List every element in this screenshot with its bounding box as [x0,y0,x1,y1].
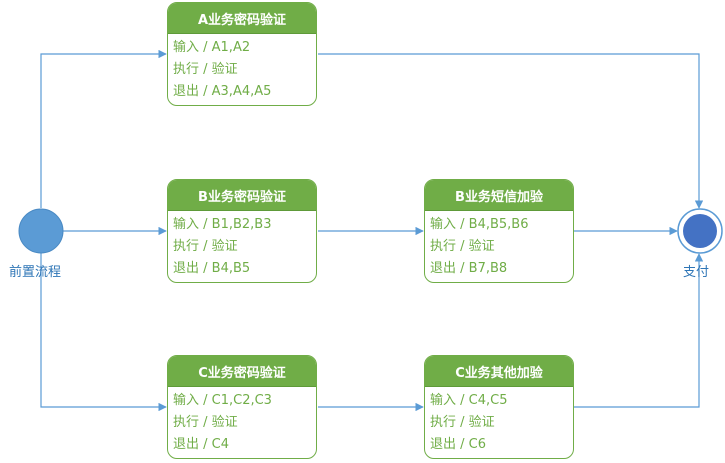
state-exit: 退出 / B4,B5 [173,261,251,276]
connector-start-to-c [40,253,167,412]
state-exit: 退出 / C6 [430,437,486,452]
state-a-password: A业务密码验证 输入 / A1,A2 执行 / 验证 退出 / A3,A4,A5 [167,2,317,106]
start-node-label: 前置流程 [9,265,62,280]
state-entry: 输入 / C1,C2,C3 [173,393,272,408]
state-do: 执行 / 验证 [173,62,238,77]
state-title: C业务其他加验 [425,356,573,387]
start-node-circle [18,208,64,254]
connector-start-to-a [40,49,167,208]
state-title: B业务密码验证 [168,180,316,211]
end-node-inner-circle [683,214,717,248]
state-b-sms: B业务短信加验 输入 / B4,B5,B6 执行 / 验证 退出 / B7,B8 [424,179,574,283]
state-title: C业务密码验证 [168,356,316,387]
state-exit: 退出 / C4 [173,437,229,452]
state-entry: 输入 / A1,A2 [173,40,251,55]
state-do: 执行 / 验证 [173,415,238,430]
state-do: 执行 / 验证 [173,239,238,254]
state-title: A业务密码验证 [168,3,316,34]
state-do: 执行 / 验证 [430,415,495,430]
state-entry: 输入 / B1,B2,B3 [173,217,272,232]
connector-a-to-end [318,53,704,209]
state-c-other: C业务其他加验 输入 / C4,C5 执行 / 验证 退出 / C6 [424,355,574,459]
end-node-label: 支付 [683,265,710,280]
state-entry: 输入 / C4,C5 [430,393,508,408]
state-do: 执行 / 验证 [430,239,495,254]
connector-c-other-to-end [574,253,704,408]
state-c-password: C业务密码验证 输入 / C1,C2,C3 执行 / 验证 退出 / C4 [167,355,317,459]
state-title: B业务短信加验 [425,180,573,211]
state-entry: 输入 / B4,B5,B6 [430,217,529,232]
state-exit: 退出 / B7,B8 [430,261,508,276]
state-exit: 退出 / A3,A4,A5 [173,84,272,99]
state-b-password: B业务密码验证 输入 / B1,B2,B3 执行 / 验证 退出 / B4,B5 [167,179,317,283]
